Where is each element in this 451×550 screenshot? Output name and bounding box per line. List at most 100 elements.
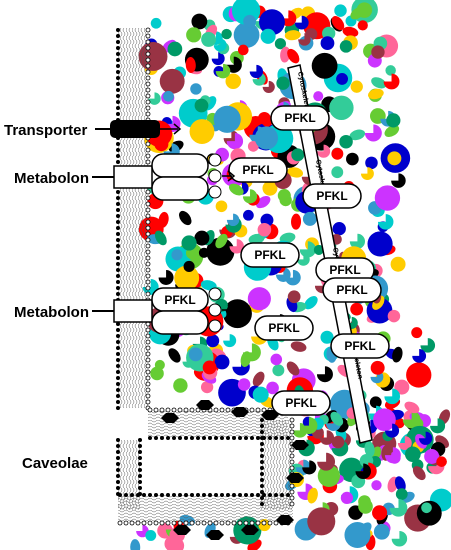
- molecule: [371, 480, 382, 491]
- molecule: [274, 38, 286, 50]
- molecule: [168, 348, 181, 363]
- molecule: [430, 418, 446, 434]
- molecule: [404, 401, 420, 414]
- metabolon-arrow-icon: [227, 304, 236, 316]
- molecule: [360, 167, 374, 181]
- molecule: [200, 380, 214, 394]
- molecule: [260, 28, 276, 44]
- molecule: [266, 381, 279, 395]
- molecule: [198, 247, 210, 258]
- pfkl-label: PFKL: [344, 339, 375, 353]
- molecule: [252, 72, 266, 86]
- molecule: [418, 431, 433, 445]
- caveolin-icon: [196, 400, 214, 410]
- molecule: [211, 52, 225, 66]
- molecule: [290, 341, 307, 352]
- molecule: [334, 4, 347, 17]
- pfkl-label: PFKL: [316, 189, 347, 203]
- molecule: [247, 140, 259, 152]
- metabolon-anchor: [113, 165, 153, 189]
- molecule: [286, 361, 300, 376]
- pfkl-enzyme: PFKL: [271, 390, 331, 416]
- pfkl-enzyme: PFKL: [315, 257, 375, 283]
- metabolon-anchor: [113, 299, 153, 323]
- molecule: [274, 171, 292, 190]
- molecule: [183, 260, 195, 273]
- molecule: [412, 348, 427, 363]
- molecule: [336, 72, 349, 85]
- molecule: [344, 522, 371, 549]
- molecule: [145, 530, 157, 541]
- molecule: [373, 408, 396, 432]
- molecule: [349, 129, 366, 141]
- molecule: [319, 430, 335, 445]
- molecule: [214, 354, 230, 370]
- molecule: [291, 148, 305, 162]
- molecule: [307, 487, 318, 504]
- molecule: [355, 463, 371, 479]
- molecule: [349, 233, 365, 249]
- caveolin-icon: [241, 525, 259, 535]
- molecule: [304, 296, 318, 310]
- molecule: [394, 379, 410, 395]
- molecule: [317, 452, 336, 471]
- molecule: [317, 144, 331, 158]
- molecule: [257, 222, 272, 237]
- molecule: [171, 249, 183, 261]
- molecule: [285, 269, 301, 286]
- molecule: [331, 166, 344, 179]
- molecule: [226, 132, 244, 150]
- cytoplasm-molecules: [130, 0, 451, 550]
- caveolin-icon: [261, 410, 279, 420]
- molecule: [313, 244, 324, 255]
- molecule: [247, 287, 271, 311]
- molecule: [411, 327, 423, 339]
- molecule: [191, 13, 208, 30]
- molecule: [287, 167, 304, 178]
- pfkl-label: PFKL: [285, 396, 316, 410]
- molecule: [339, 40, 353, 53]
- molecule: [174, 265, 200, 291]
- metabolon-enzyme: [151, 153, 209, 178]
- molecule: [249, 64, 264, 79]
- molecule: [300, 417, 318, 435]
- transporter: Transporter: [4, 120, 182, 139]
- molecule: [226, 213, 240, 227]
- molecule: [190, 83, 202, 95]
- metabolon-arrow-icon: [227, 170, 236, 182]
- molecule: [237, 44, 249, 56]
- molecule: [384, 388, 401, 405]
- molecule: [390, 256, 406, 272]
- molecule: [272, 364, 285, 377]
- molecule: [154, 230, 167, 246]
- molecule: [189, 119, 215, 144]
- transporter-protein: [110, 120, 160, 138]
- pfkl-enzyme: PFKL: [322, 277, 382, 303]
- molecule: [342, 26, 359, 38]
- pfkl-enzyme: PFKL: [254, 315, 314, 341]
- caveolae-label: Caveolae: [22, 455, 88, 472]
- caveolin-icon: [173, 525, 191, 535]
- transport-arrow-icon: [173, 123, 182, 135]
- pfkl-enzyme: PFKL: [330, 333, 390, 359]
- molecule: [202, 360, 217, 375]
- pfkl-label: PFKL: [254, 248, 285, 262]
- molecule: [346, 152, 359, 166]
- pfkl-enzyme: PFKL: [302, 183, 362, 209]
- molecule: [243, 14, 257, 28]
- molecule: [370, 360, 385, 375]
- molecule: [252, 371, 265, 387]
- molecule: [270, 353, 283, 366]
- molecule: [394, 476, 406, 492]
- caveolin-icon: [286, 473, 304, 483]
- molecule: [320, 36, 335, 51]
- molecule: [280, 46, 291, 63]
- metabolon-enzyme: [151, 310, 209, 335]
- molecule: [420, 338, 436, 353]
- metabolon-upper-label: Metabolon: [14, 170, 89, 187]
- caveolin-icon: [276, 515, 294, 525]
- molecule: [168, 537, 185, 550]
- molecule: [206, 237, 235, 266]
- caveolin-proteins: [161, 400, 309, 540]
